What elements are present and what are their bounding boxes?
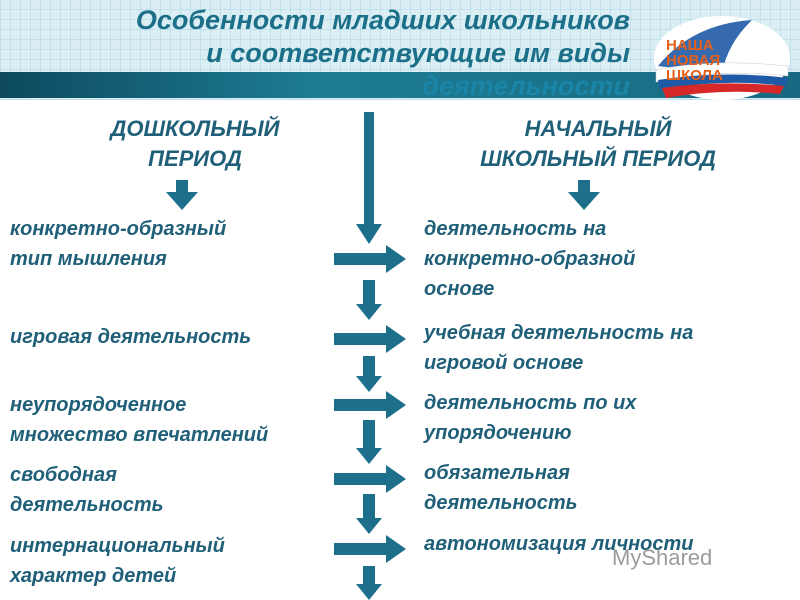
title-line-1: Особенности младших школьников bbox=[135, 5, 630, 35]
right-arrow-icon-5 bbox=[334, 535, 406, 563]
center-down-arrow-icon-1 bbox=[356, 112, 382, 244]
left-heading-line-1: ДОШКОЛЬНЫЙ bbox=[110, 116, 280, 141]
right-arrow-icon-4 bbox=[334, 465, 406, 493]
left-heading-down-arrow-icon bbox=[166, 180, 198, 210]
right-arrow-icon-2 bbox=[334, 325, 406, 353]
right-heading-down-arrow-icon bbox=[568, 180, 600, 210]
left-item-4: свободная деятельность bbox=[10, 464, 164, 516]
title-line-2: и соответствующие им виды bbox=[206, 38, 630, 68]
logo-text-3: ШКОЛА bbox=[666, 67, 723, 84]
title-line-3: деятельности bbox=[422, 71, 630, 100]
right-item-5: автономизация личности bbox=[424, 533, 694, 555]
left-heading-line-2: ПЕРИОД bbox=[148, 146, 242, 171]
logo-text-2: НОВАЯ bbox=[666, 52, 720, 69]
center-down-arrow-icon-3 bbox=[356, 356, 382, 392]
right-item-2: учебная деятельность на игровой основе bbox=[424, 322, 694, 374]
center-down-arrow-icon-4 bbox=[356, 420, 382, 464]
center-down-arrow-icon-5 bbox=[356, 494, 382, 534]
right-column-heading: НАЧАЛЬНЫЙ ШКОЛЬНЫЙ ПЕРИОД bbox=[448, 114, 748, 174]
logo-text-1: НАША bbox=[666, 37, 714, 54]
left-item-2: игровая деятельность bbox=[10, 326, 252, 348]
right-item-4: обязательная деятельность bbox=[424, 462, 578, 514]
nasha-novaya-shkola-logo: НАША НОВАЯ ШКОЛА bbox=[654, 16, 790, 100]
slide-title: Особенности младших школьников и соответ… bbox=[136, 4, 630, 100]
left-item-1: конкретно-образный тип мышления bbox=[10, 218, 227, 270]
right-heading-line-1: НАЧАЛЬНЫЙ bbox=[524, 116, 672, 141]
right-item-1: деятельность на конкретно-образной основ… bbox=[424, 218, 636, 300]
right-item-3: деятельность по их упорядочению bbox=[424, 392, 637, 444]
right-arrow-icon-3 bbox=[334, 391, 406, 419]
center-down-arrow-icon-2 bbox=[356, 280, 382, 320]
center-down-arrow-icon-6 bbox=[356, 566, 382, 600]
left-item-5: интернациональный характер детей bbox=[10, 535, 225, 587]
left-column-heading: ДОШКОЛЬНЫЙ ПЕРИОД bbox=[80, 114, 310, 174]
right-arrow-icon-1 bbox=[334, 245, 406, 273]
right-heading-line-2: ШКОЛЬНЫЙ ПЕРИОД bbox=[480, 146, 716, 171]
left-item-3: неупорядоченное множество впечатлений bbox=[10, 394, 269, 446]
watermark: MyShared bbox=[612, 545, 713, 570]
